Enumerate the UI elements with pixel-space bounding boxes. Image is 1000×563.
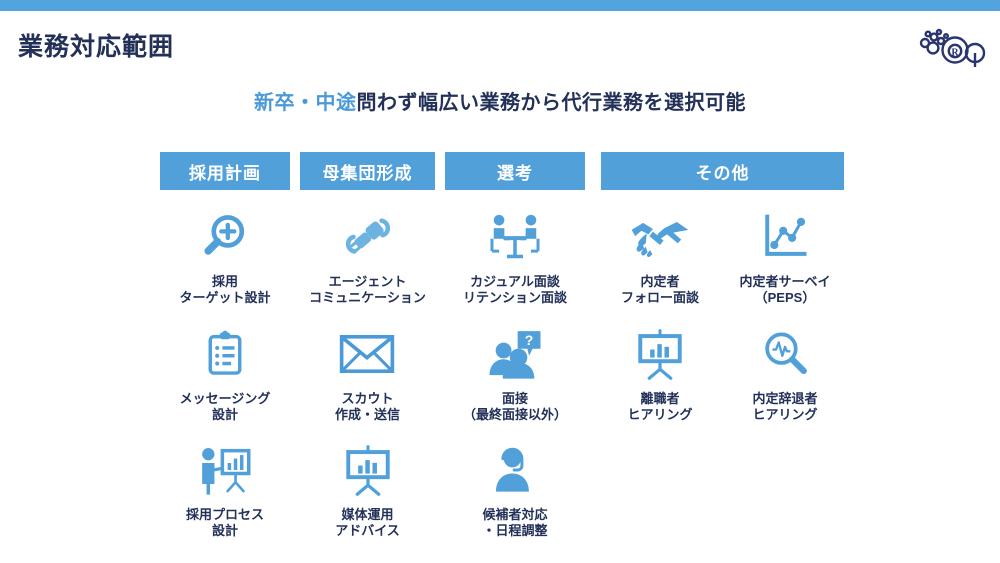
plug-connector-icon xyxy=(339,206,397,268)
people-question-icon: ? xyxy=(486,323,544,385)
column-others: その他 内定者 フォロー面談 xyxy=(601,152,844,423)
column-header-recruitment-plan: 採用計画 xyxy=(160,152,290,190)
list-item[interactable]: 内定辞退者 ヒアリング xyxy=(726,323,844,424)
company-logo: R xyxy=(908,20,986,70)
chart-board-icon xyxy=(633,323,687,385)
list-item-label: カジュアル面談 リテンション面談 xyxy=(462,274,567,306)
page-title: 業務対応範囲 xyxy=(18,33,175,61)
column-items-recruitment-plan: 採用 ターゲット設計 メッセージング 設 xyxy=(160,190,290,540)
column-recruitment-plan: 採用計画 採用 ターゲット設計 xyxy=(160,152,290,540)
slide-subtitle: 新卒・中途問わず幅広い業務から代行業務を選択可能 xyxy=(0,86,1000,115)
line-chart-icon xyxy=(760,206,810,268)
subtitle-rest: 問わず幅広い業務から代行業務を選択可能 xyxy=(356,92,746,114)
svg-text:?: ? xyxy=(525,332,534,348)
headset-person-icon xyxy=(489,439,541,501)
chart-board-icon xyxy=(341,439,395,501)
list-item[interactable]: 採用 ターゲット設計 xyxy=(179,206,271,307)
magnifier-plus-icon xyxy=(197,206,253,268)
list-item-label: 媒体運用 アドバイス xyxy=(335,507,400,539)
list-item[interactable]: ? 面接 （最終面接以外） xyxy=(463,323,567,424)
list-item-label: 内定者 フォロー面談 xyxy=(620,274,699,306)
list-item[interactable]: 採用プロセス 設計 xyxy=(186,439,264,540)
list-item[interactable]: 離職者 ヒアリング xyxy=(601,323,719,424)
subtitle-highlight: 新卒・中途 xyxy=(254,92,357,114)
column-items-selection: カジュアル面談 リテンション面談 ? 面接 （最終面接以外） xyxy=(445,190,585,540)
list-item-label: メッセージング 設計 xyxy=(179,390,271,422)
clipboard-list-icon xyxy=(199,323,251,385)
list-item-label: 面接 （最終面接以外） xyxy=(462,390,567,422)
top-accent-bar xyxy=(0,0,1000,11)
column-selection: 選考 xyxy=(445,152,585,540)
svg-text:R: R xyxy=(951,48,959,59)
list-item-label: 候補者対応 ・日程調整 xyxy=(482,507,548,539)
envelope-icon xyxy=(338,323,396,385)
column-header-others: その他 xyxy=(601,152,844,190)
list-item[interactable]: 内定者 フォロー面談 xyxy=(601,206,719,307)
list-item[interactable]: カジュアル面談 リテンション面談 xyxy=(463,206,567,307)
list-item-label: 内定辞退者 ヒアリング xyxy=(752,390,818,422)
meeting-table-icon xyxy=(484,206,546,268)
column-items-candidate-pool: エージェント コミュニケーション スカウト 作成・送信 xyxy=(300,190,435,540)
presenter-chart-icon xyxy=(196,439,254,501)
list-item-label: エージェント コミュニケーション xyxy=(309,274,426,306)
column-items-others: 内定者 フォロー面談 内定者サーベイ （PEPS） xyxy=(601,190,844,423)
list-item[interactable]: 候補者対応 ・日程調整 xyxy=(482,439,548,540)
list-item-label: 採用プロセス 設計 xyxy=(185,507,264,539)
list-item-label: 離職者 ヒアリング xyxy=(627,390,693,422)
list-item[interactable]: 内定者サーベイ （PEPS） xyxy=(726,206,844,307)
list-item-label: スカウト 作成・送信 xyxy=(334,390,400,422)
list-item-label: 内定者サーベイ （PEPS） xyxy=(739,274,831,306)
magnifier-pulse-icon xyxy=(759,323,811,385)
list-item[interactable]: スカウト 作成・送信 xyxy=(335,323,400,424)
list-item[interactable]: エージェント コミュニケーション xyxy=(309,206,426,307)
column-header-candidate-pool: 母集団形成 xyxy=(300,152,435,190)
column-candidate-pool: 母集団形成 エージェント コミュニケーション xyxy=(300,152,435,540)
list-item[interactable]: 媒体運用 アドバイス xyxy=(335,439,400,540)
handshake-icon xyxy=(629,206,691,268)
category-columns: 採用計画 採用 ターゲット設計 xyxy=(160,152,850,540)
list-item[interactable]: メッセージング 設計 xyxy=(179,323,271,424)
list-item-label: 採用 ターゲット設計 xyxy=(179,274,271,306)
column-header-selection: 選考 xyxy=(445,152,585,190)
